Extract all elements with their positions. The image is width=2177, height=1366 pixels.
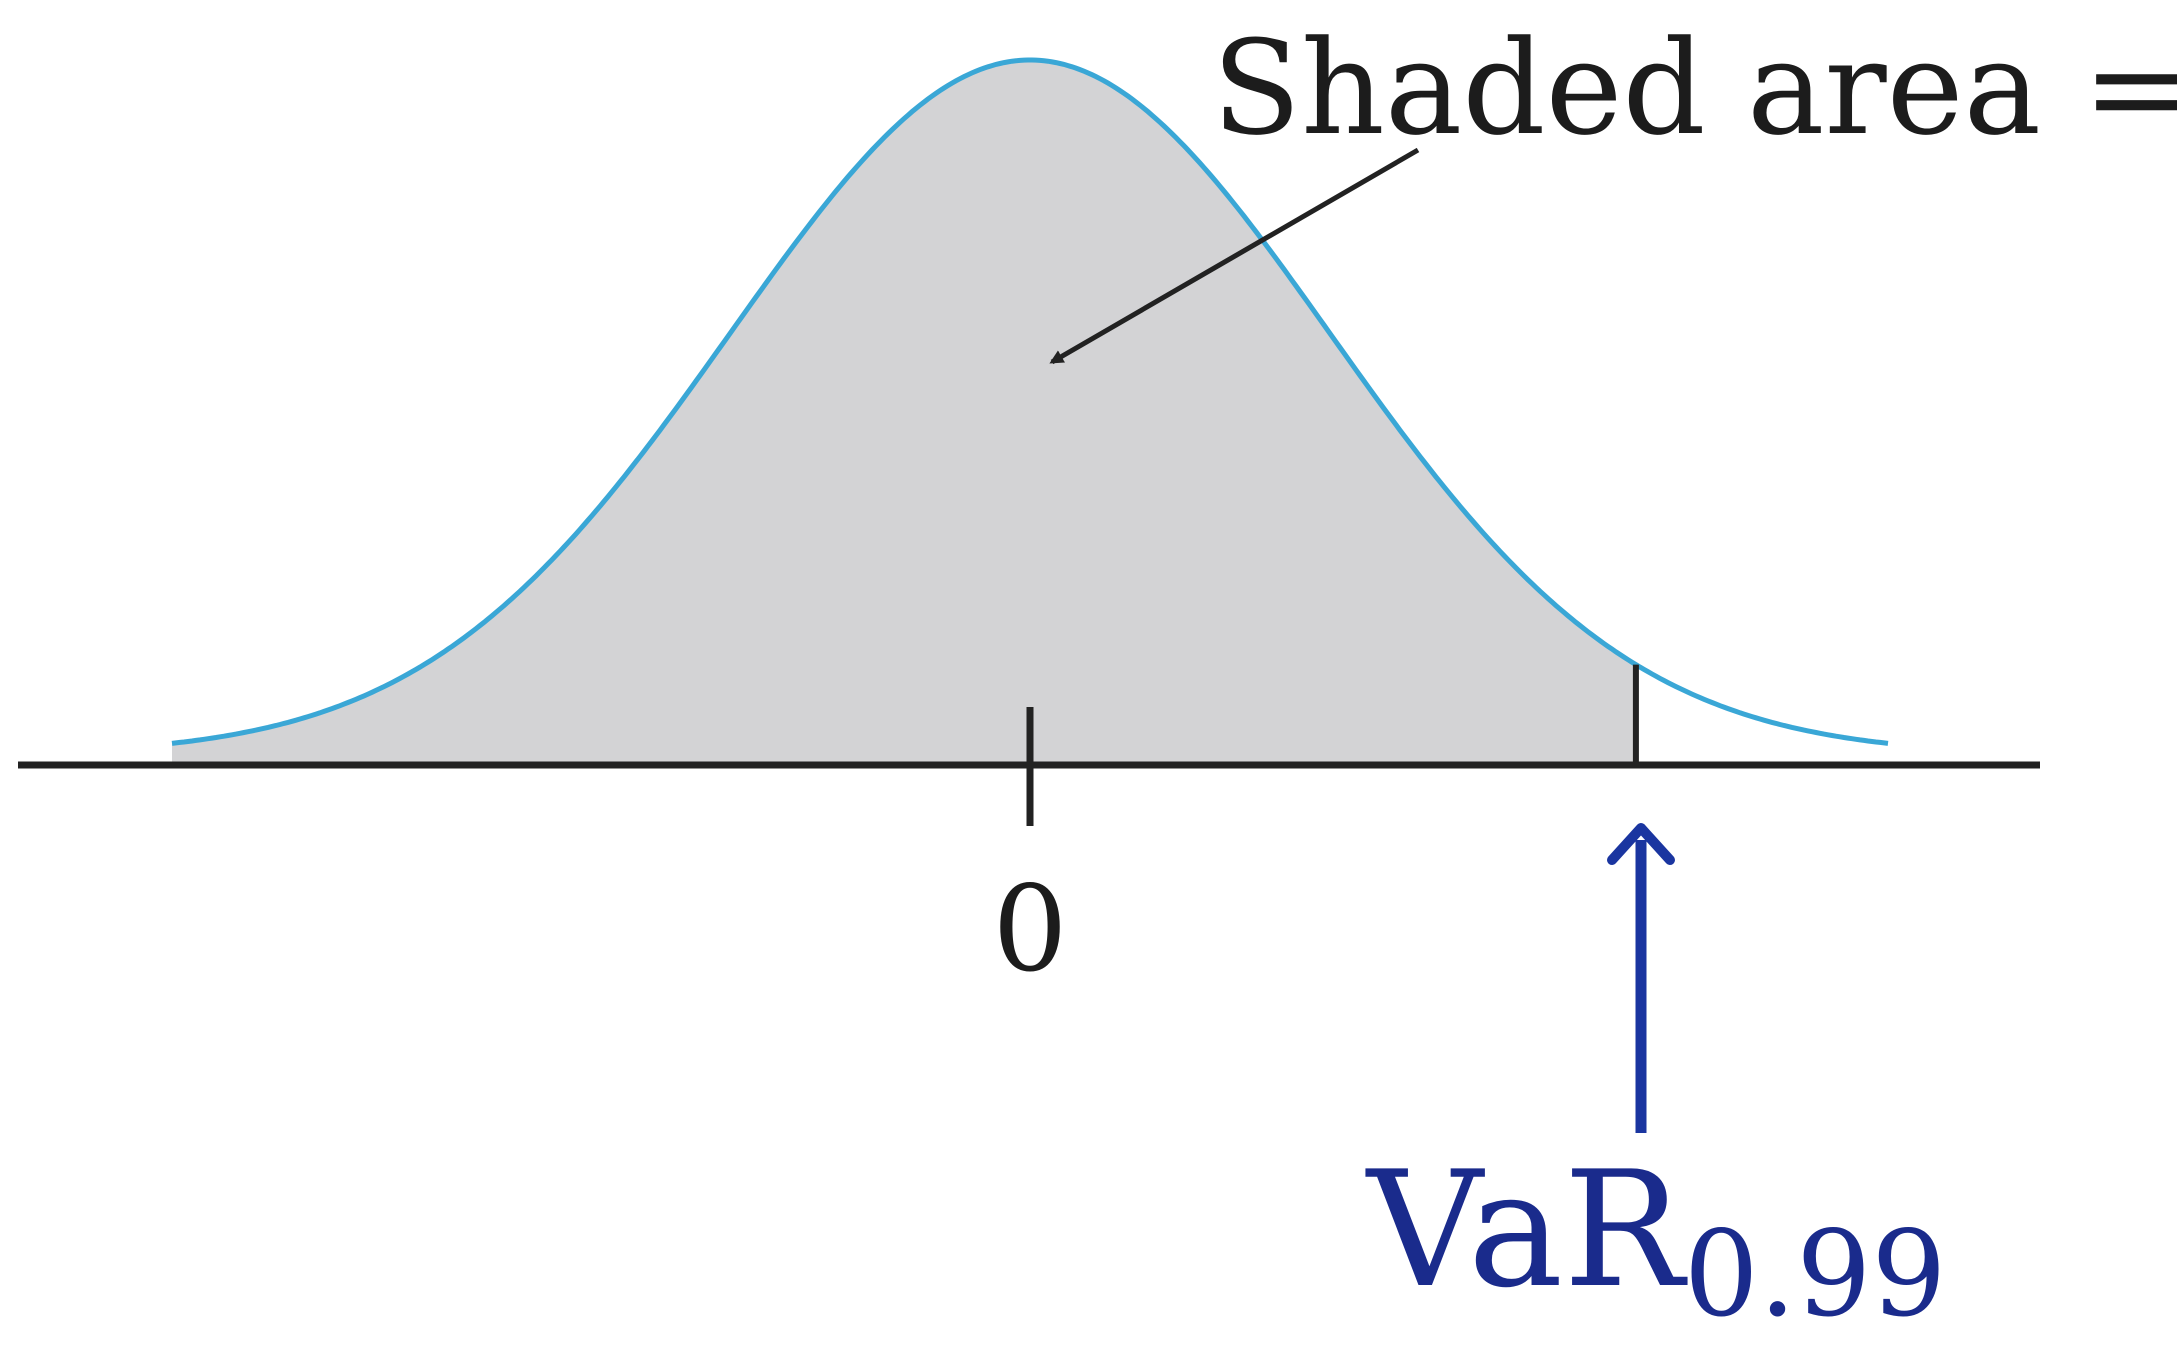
var-label-subscript: 0.99 <box>1684 1205 1947 1343</box>
normal-density-curve <box>171 57 1889 746</box>
var-label-main: VaR <box>1365 1136 1688 1323</box>
zero-tick-label: 0 <box>992 860 1067 998</box>
shaded-area-callout: Shaded area = .99 <box>1212 12 2177 164</box>
shaded-area-region <box>172 60 1636 765</box>
var-label: VaR0.99 <box>1365 1136 1946 1343</box>
callout-arrow <box>1049 147 1420 365</box>
var-arrow <box>1607 823 1675 1133</box>
